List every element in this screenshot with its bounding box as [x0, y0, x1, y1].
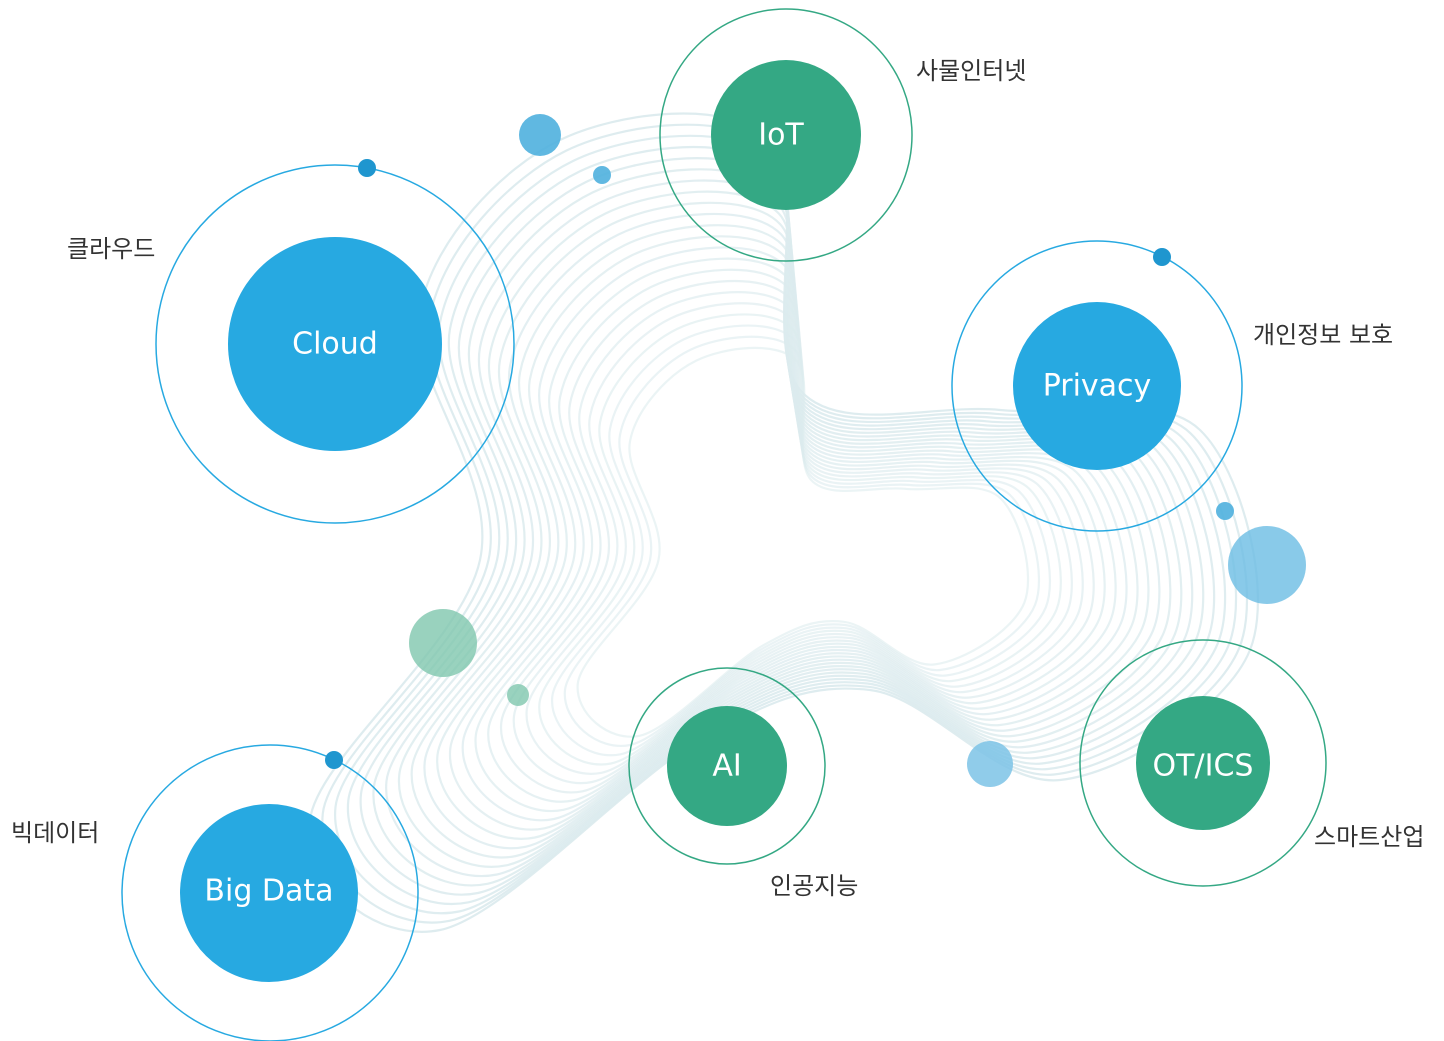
floating-dot — [519, 114, 561, 156]
floating-dot — [409, 609, 477, 677]
node-circle — [1013, 302, 1181, 470]
wave-line — [423, 212, 1161, 850]
orbit-ring — [628, 667, 826, 865]
node-circle — [711, 60, 861, 210]
node-otics: OT/ICS — [1079, 639, 1327, 887]
caption-ai: 인공지능 — [770, 872, 858, 900]
orbit-ring — [155, 164, 515, 524]
caption-privacy: 개인정보 보호 — [1253, 321, 1393, 349]
wave-line — [474, 257, 1117, 813]
wave-line — [321, 123, 1249, 924]
caption-bigdata: 빅데이터 — [11, 819, 99, 847]
wave-line — [576, 346, 1030, 738]
wave-line — [436, 224, 1150, 840]
orbit-ring — [951, 240, 1243, 532]
floating-dot — [1216, 502, 1234, 520]
caption-otics: 스마트산업 — [1314, 823, 1424, 851]
node-cloud: Cloud — [155, 159, 515, 524]
node-iot: IoT — [659, 8, 913, 262]
node-circle — [667, 706, 787, 826]
orbit-ring — [659, 8, 913, 262]
node-label-bigdata: Big Data — [204, 874, 333, 909]
wave-line — [500, 279, 1095, 794]
node-label-ai: AI — [712, 749, 741, 784]
caption-iot: 사물인터넷 — [916, 57, 1026, 85]
wave-contours — [308, 112, 1259, 933]
node-label-privacy: Privacy — [1043, 369, 1152, 404]
node-label-otics: OT/ICS — [1153, 749, 1254, 784]
wave-line — [449, 235, 1139, 831]
wave-line — [525, 302, 1073, 775]
orbit-ring — [121, 744, 419, 1041]
wave-line — [487, 268, 1106, 803]
floating-dot — [507, 684, 529, 706]
node-label-iot: IoT — [758, 118, 804, 153]
node-circle — [1136, 696, 1270, 830]
floating-dot — [967, 741, 1013, 787]
floating-dot — [1228, 526, 1306, 604]
node-privacy: Privacy — [951, 240, 1243, 532]
orbit-ring — [1079, 639, 1327, 887]
orbit-dot — [325, 751, 343, 769]
orbit-dot — [1153, 248, 1171, 266]
floating-dot — [593, 166, 611, 184]
wave-line — [551, 324, 1052, 757]
orbit-dot — [358, 159, 376, 177]
wave-line — [538, 313, 1062, 766]
node-ai: AI — [628, 667, 826, 865]
node-circle — [180, 804, 358, 982]
wave-line — [385, 179, 1194, 878]
node-bigdata: Big Data — [121, 744, 419, 1041]
node-circle — [228, 237, 442, 451]
caption-cloud: 클라우드 — [67, 235, 155, 263]
node-label-cloud: Cloud — [292, 327, 378, 362]
